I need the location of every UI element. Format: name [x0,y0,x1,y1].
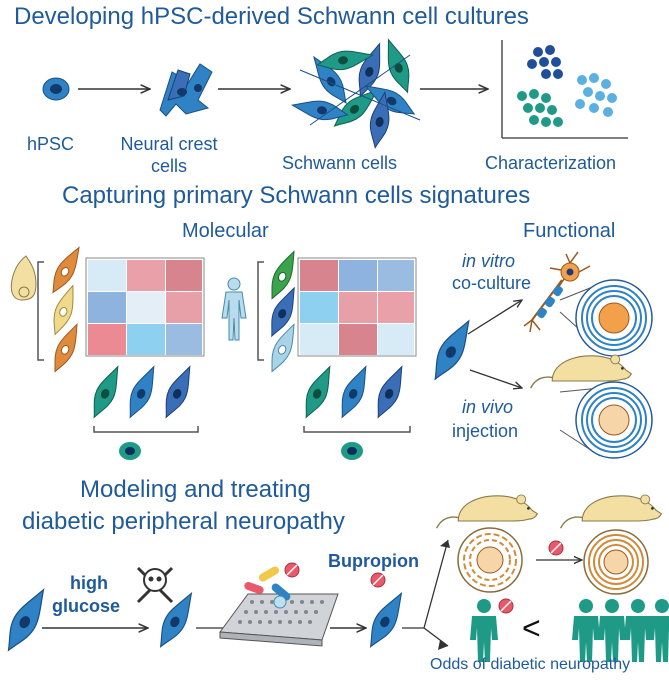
neural-crest-cells-icon [159,63,213,117]
section3-graphics [0,494,669,662]
molecular-label: Molecular [182,220,269,242]
arrow-icon [469,369,522,388]
myelin-ring-icon [575,279,653,357]
person-icon [572,599,600,662]
person-icon [624,599,652,662]
person-icon [470,599,498,662]
section2-title: Capturing primary Schwann cells signatur… [62,182,531,209]
schwann-cell-cluster-icon [290,36,421,150]
functional-label: Functional [523,220,616,242]
human-icon [221,277,247,341]
cluster-plot-icon [501,40,628,139]
person-icon [598,599,626,662]
coculture-label: co-culture [452,273,532,293]
bupropion-label: Bupropion [328,551,419,571]
step-schwann-label: Schwann cells [282,153,398,173]
glucose-label: glucose [52,596,121,616]
myelin-ring-icon [575,381,653,459]
arrow-icon [467,300,522,335]
well-plate-icon [219,593,339,647]
myelin-ring-icon [583,529,649,595]
odds-label: Odds of diabetic neuropathy [430,656,631,673]
pill-icon [244,562,300,609]
heatmap-icon [85,257,205,357]
section1-graphics [42,36,628,150]
skull-crossbones-icon [136,566,174,604]
step-neural-crest-label: Neural crest [120,134,218,154]
neuron-icon [523,251,591,333]
step-neural-crest-label-2: cells [150,156,187,176]
person-icon [648,599,669,662]
in-vivo-label: in vivo [462,397,514,417]
mouse-icon [435,494,539,529]
injection-label: injection [452,421,519,441]
step-hpsc-label: hPSC [27,134,75,154]
section3-title-line1: Modeling and treating [80,476,311,503]
mouse-icon [10,255,37,301]
myelin-ring-icon [457,527,523,593]
section3-title-line2: diabetic peripheral neuropathy [22,508,345,535]
section2-graphics [10,242,653,460]
heatmap-icon [297,257,417,357]
step-characterization-label: Characterization [485,153,617,173]
mouse-icon [559,494,663,529]
high-label: high [70,573,108,593]
comparison-symbol: < [522,610,541,646]
in-vitro-label: in vitro [462,251,516,271]
section1-title: Developing hPSC-derived Schwann cell cul… [14,3,529,30]
